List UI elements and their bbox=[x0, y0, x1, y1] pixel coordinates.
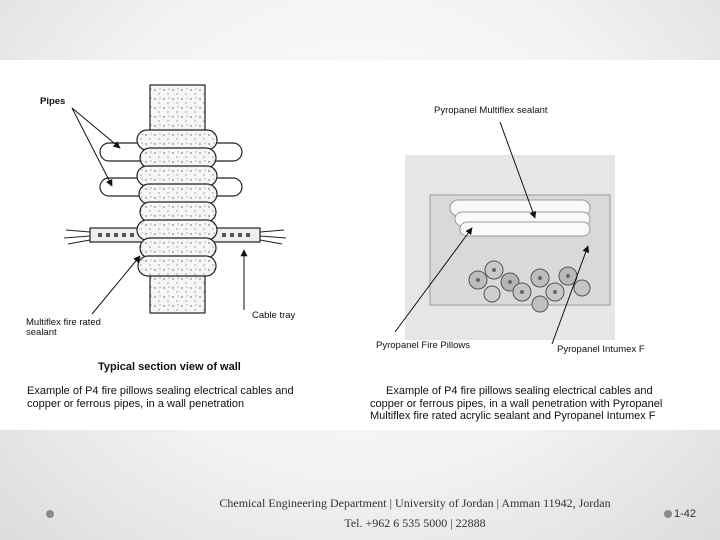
label-fire-pillows: Pyropanel Fire Pillows bbox=[376, 340, 470, 351]
right-caption: Example of P4 fire pillows sealing elect… bbox=[370, 385, 662, 423]
label-pipes: Pipes bbox=[40, 96, 66, 107]
label-sealant-line2: sealant bbox=[26, 327, 57, 339]
installation-illustration bbox=[394, 121, 615, 345]
label-pyropanel-multiflex: Pyropanel Multiflex sealant bbox=[434, 105, 548, 116]
footer-bullet-left bbox=[46, 510, 54, 518]
footer-line2: Tel. +962 6 535 5000 | 22888 bbox=[344, 516, 486, 530]
figure-artwork bbox=[63, 84, 615, 345]
right-caption-line1: Example of P4 fire pillows sealing elect… bbox=[386, 385, 653, 397]
figure-panel: Pipes Multiflex fire rated sealant Cable… bbox=[0, 60, 720, 430]
wall-section-diagram bbox=[63, 84, 287, 315]
right-caption-line3: Multiflex fire rated acrylic sealant and… bbox=[370, 410, 656, 423]
right-caption-line2: copper or ferrous pipes, in a wall penet… bbox=[370, 397, 663, 410]
label-multiflex-sealant-left: Multiflex fire rated sealant bbox=[26, 317, 101, 339]
left-caption-line2: copper or ferrous pipes, in a wall penet… bbox=[27, 397, 245, 410]
label-cable-tray: Cable tray bbox=[252, 310, 296, 321]
left-caption-line1: Example of P4 fire pillows sealing elect… bbox=[27, 385, 294, 397]
label-sealant-line1: Multiflex fire rated bbox=[26, 317, 101, 328]
section-title: Typical section view of wall bbox=[98, 361, 241, 373]
slide-number: 1-42 bbox=[674, 508, 697, 520]
left-caption: Example of P4 fire pillows sealing elect… bbox=[27, 385, 294, 410]
footer-line1: Chemical Engineering Department | Univer… bbox=[219, 496, 611, 510]
label-intumex: Pyropanel Intumex F bbox=[557, 344, 645, 355]
footer-bullet-right bbox=[664, 510, 672, 518]
